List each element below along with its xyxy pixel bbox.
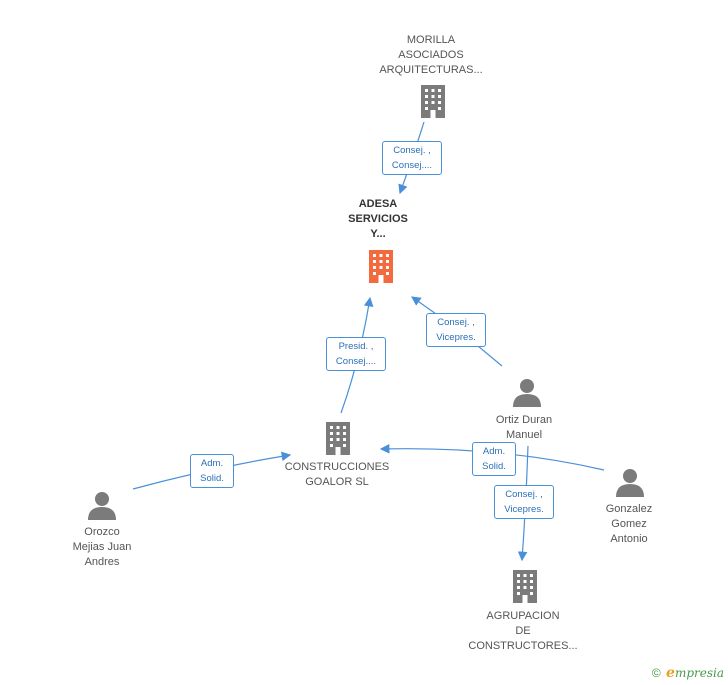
brand-name: empresia bbox=[666, 665, 724, 681]
node-label-morilla[interactable]: MORILLA ASOCIADOS ARQUITECTURAS... bbox=[379, 34, 483, 76]
copyright-symbol: © bbox=[651, 666, 661, 680]
empresia-logo: © empresia bbox=[652, 665, 724, 681]
node-label-ortiz[interactable]: Ortiz Duran Manuel bbox=[495, 414, 553, 441]
edge-label-ortiz-construcciones: Adm. Solid. bbox=[472, 442, 516, 476]
person-icon[interactable] bbox=[512, 377, 542, 407]
person-icon[interactable] bbox=[87, 490, 117, 520]
edge-label-orozco-construcciones: Adm. Solid. bbox=[190, 454, 234, 488]
person-icon[interactable] bbox=[615, 467, 645, 497]
building-icon[interactable] bbox=[510, 570, 540, 603]
node-label-construcciones[interactable]: CONSTRUCCIONES GOALOR SL bbox=[284, 461, 390, 488]
node-label-orozco[interactable]: Orozco Mejias Juan Andres bbox=[72, 526, 132, 568]
edge-label-ortiz-agrupacion: Consej. , Vicepres. bbox=[494, 485, 554, 519]
edge-label-construcciones-adesa: Presid. , Consej.... bbox=[326, 337, 386, 371]
edge-label-morilla-adesa: Consej. , Consej.... bbox=[382, 141, 442, 175]
building-icon[interactable] bbox=[366, 250, 396, 283]
edge-label-ortiz-adesa: Consej. , Vicepres. bbox=[426, 313, 486, 347]
node-label-gonzalez[interactable]: Gonzalez Gomez Antonio bbox=[605, 503, 653, 545]
building-icon[interactable] bbox=[418, 85, 448, 118]
node-label-agrupacion[interactable]: AGRUPACION DE CONSTRUCTORES... bbox=[468, 610, 578, 652]
building-icon[interactable] bbox=[323, 422, 353, 455]
node-label-adesa[interactable]: ADESA SERVICIOS Y... bbox=[348, 198, 408, 240]
